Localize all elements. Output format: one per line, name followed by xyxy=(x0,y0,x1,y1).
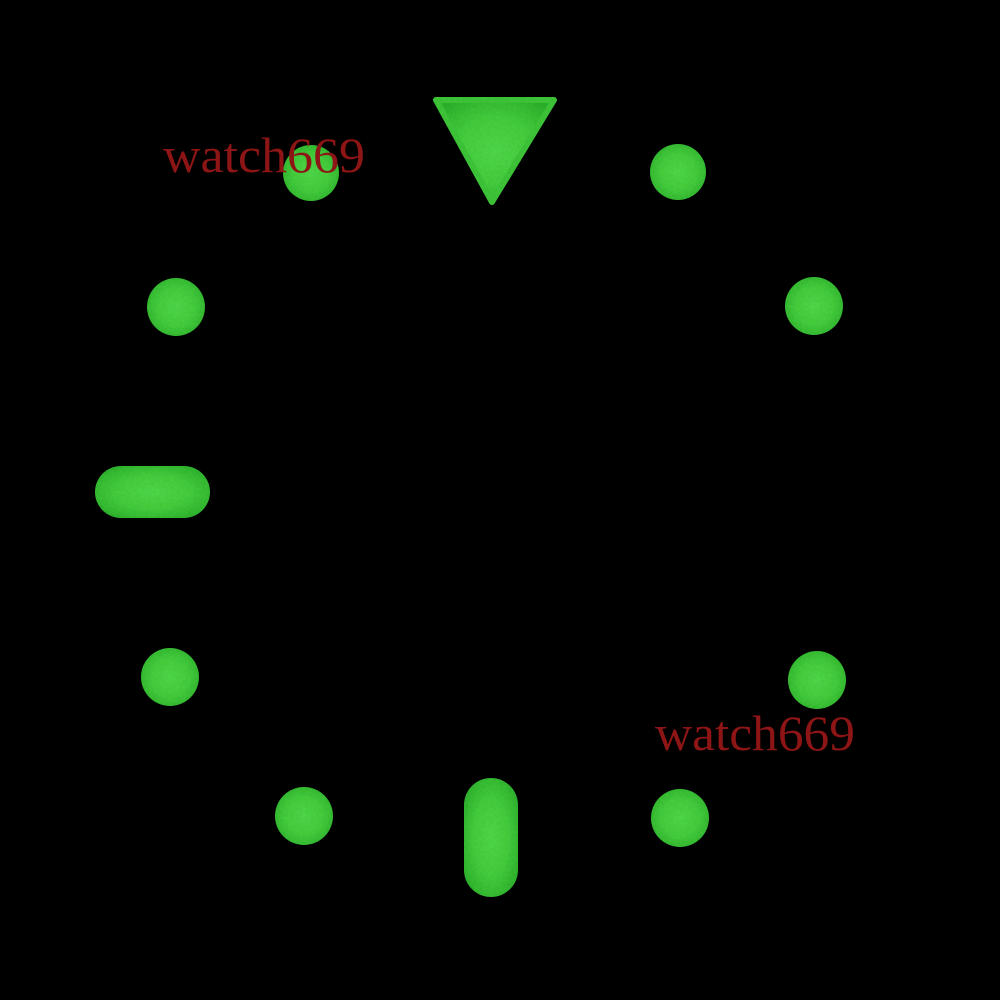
marker-11-dot xyxy=(283,145,339,201)
marker-9-baton xyxy=(95,466,210,518)
marker-4-dot xyxy=(788,651,846,709)
marker-12-triangle xyxy=(433,97,557,205)
marker-5-dot xyxy=(651,789,709,847)
marker-8-dot xyxy=(141,648,199,706)
marker-10-dot xyxy=(147,278,205,336)
marker-2-dot xyxy=(785,277,843,335)
marker-1-dot xyxy=(650,144,706,200)
marker-7-dot xyxy=(275,787,333,845)
watermark-top-left: watch669 xyxy=(163,127,365,183)
marker-6-baton xyxy=(464,778,518,897)
watermark-bottom-right: watch669 xyxy=(655,705,855,761)
